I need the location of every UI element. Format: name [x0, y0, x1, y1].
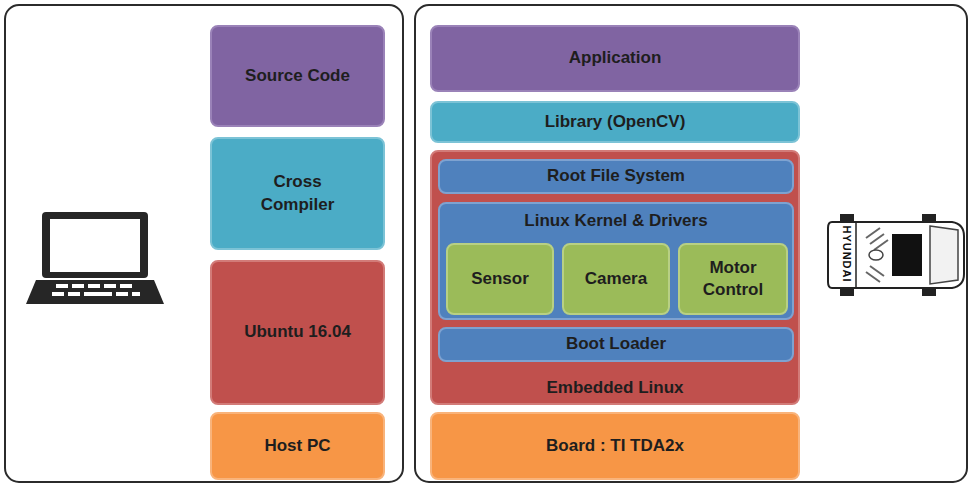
box-label: Host PC: [264, 435, 330, 457]
box-label: Ubuntu 16.04: [244, 321, 351, 343]
box-label: Embedded Linux: [547, 377, 684, 399]
rootfs-box: Root File System: [438, 159, 794, 194]
bootloader-box: Boot Loader: [438, 327, 794, 362]
box-label: Linux Kernel & Drivers: [524, 210, 707, 232]
driver-box: Motor Control: [678, 243, 788, 315]
board-box: Board : TI TDA2x: [430, 412, 800, 480]
source-box: Source Code: [210, 25, 385, 127]
box-label: Application: [569, 47, 662, 69]
box-label: Cross Compiler: [238, 171, 358, 215]
host-panel: [5, 5, 403, 482]
box-label: Board : TI TDA2x: [546, 435, 684, 457]
driver-box: Camera: [562, 243, 670, 315]
library-box: Library (OpenCV): [430, 101, 800, 143]
car-icon: [828, 214, 964, 296]
driver-box: Sensor: [446, 243, 554, 315]
brand-label: HYUNDAI: [841, 225, 853, 282]
box-label: Root File System: [547, 165, 685, 187]
box-label: Source Code: [245, 65, 350, 87]
kernel-box: Linux Kernel & DriversSensor Camera Motor …: [438, 202, 794, 320]
box-label: Boot Loader: [566, 333, 666, 355]
box-label: Library (OpenCV): [545, 111, 686, 133]
box-label: Camera: [585, 268, 647, 290]
box-label: Sensor: [471, 268, 529, 290]
compiler-box: Cross Compiler: [210, 137, 385, 250]
box-label: Motor Control: [684, 257, 782, 301]
laptop-icon: [26, 212, 164, 304]
os-box: Ubuntu 16.04: [210, 260, 385, 405]
host-box: Host PC: [210, 412, 385, 480]
app-box: Application: [430, 25, 800, 92]
linux-box: Embedded Linux Root File SystemLinux Kern…: [430, 150, 800, 405]
target-panel: [415, 5, 967, 482]
